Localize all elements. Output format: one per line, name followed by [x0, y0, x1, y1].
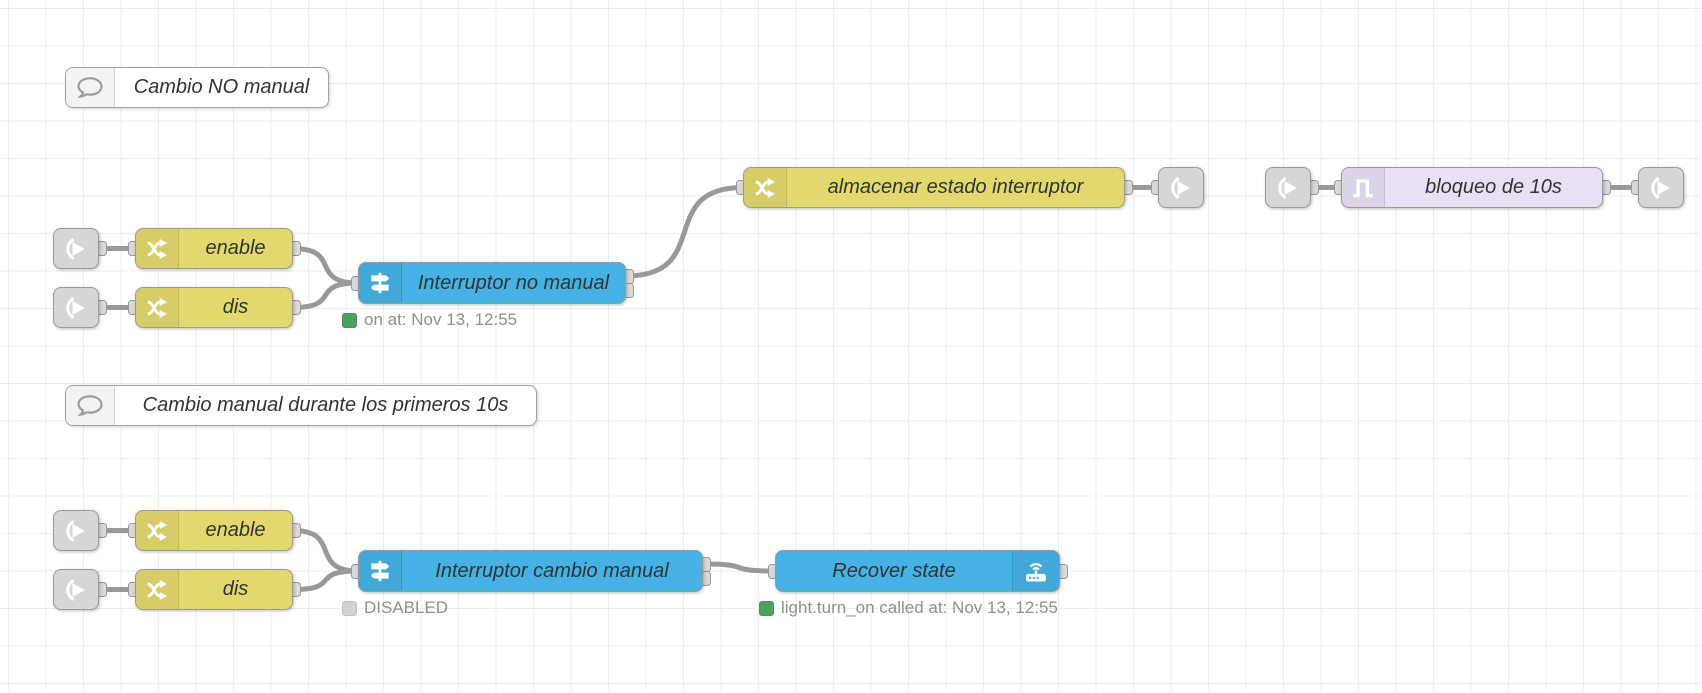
link-out-bloqueo[interactable] [1638, 167, 1684, 208]
comment-bubble-icon [66, 68, 115, 107]
wire[interactable] [290, 246, 361, 286]
node-label: almacenar estado interruptor [827, 176, 1084, 198]
shuffle-icon [136, 288, 179, 327]
shuffle-icon [136, 511, 179, 550]
change-almacenar-estado[interactable]: almacenar estado interruptor [743, 167, 1125, 208]
change-dis-manual[interactable]: dis [135, 569, 293, 610]
change-enable-no-manual[interactable]: enable [135, 228, 293, 269]
node-label: Interruptor no manual [417, 271, 610, 294]
router-icon [1012, 551, 1059, 591]
link-in-manual-dis[interactable] [53, 569, 99, 610]
node-label: Interruptor cambio manual [435, 559, 669, 582]
link-icon [54, 294, 98, 322]
node-status: on at: Nov 13, 12:55 [342, 310, 517, 330]
shuffle-icon [744, 168, 787, 207]
link-in-no-manual-dis[interactable] [53, 287, 99, 328]
wire[interactable] [290, 280, 361, 310]
status-dot [342, 600, 357, 616]
node-status: DISABLED [342, 598, 448, 618]
wire[interactable] [290, 528, 361, 574]
wire[interactable] [700, 561, 778, 574]
link-icon [1266, 174, 1310, 202]
wire[interactable] [290, 568, 361, 592]
switch-interruptor-cambio-manual[interactable]: Interruptor cambio manual [358, 550, 703, 592]
signpost-icon [359, 263, 402, 303]
link-in-bloqueo[interactable] [1265, 167, 1311, 208]
switch-interruptor-no-manual[interactable]: Interruptor no manual [358, 262, 626, 304]
service-recover-state[interactable]: Recover state [775, 550, 1060, 592]
change-dis-no-manual[interactable]: dis [135, 287, 293, 328]
trigger-bloqueo-10s[interactable]: bloqueo de 10s [1341, 167, 1603, 208]
link-icon [54, 517, 98, 545]
link-icon [1639, 174, 1683, 202]
node-label: dis [222, 296, 249, 318]
wire[interactable] [623, 185, 746, 279]
node-label: Cambio manual durante los primeros 10s [142, 394, 509, 416]
status-text: DISABLED [364, 598, 449, 617]
status-dot [759, 600, 774, 616]
signpost-icon [359, 551, 402, 591]
node-label: bloqueo de 10s [1425, 176, 1562, 198]
link-in-manual-enable[interactable] [53, 510, 99, 551]
change-enable-manual[interactable]: enable [135, 510, 293, 551]
comment-bubble-icon [66, 386, 115, 425]
pulse-icon [1342, 168, 1385, 207]
link-in-no-manual-enable[interactable] [53, 228, 99, 269]
shuffle-icon [136, 229, 179, 268]
link-icon [1159, 174, 1203, 202]
status-dot [342, 312, 357, 328]
node-label: enable [205, 519, 266, 541]
status-text: on at: Nov 13, 12:55 [364, 310, 518, 329]
link-icon [54, 576, 98, 604]
node-status: light.turn_on called at: Nov 13, 12:55 [759, 598, 1058, 618]
node-label: dis [222, 578, 249, 600]
status-text: light.turn_on called at: Nov 13, 12:55 [781, 598, 1058, 617]
comment-cambio-no-manual[interactable]: Cambio NO manual [65, 67, 329, 108]
shuffle-icon [136, 570, 179, 609]
link-icon [54, 235, 98, 263]
comment-cambio-manual[interactable]: Cambio manual durante los primeros 10s [65, 385, 537, 426]
node-label: Recover state [832, 559, 956, 582]
link-out-almacenar[interactable] [1158, 167, 1204, 208]
node-label: Cambio NO manual [133, 76, 310, 98]
node-label: enable [205, 237, 266, 259]
